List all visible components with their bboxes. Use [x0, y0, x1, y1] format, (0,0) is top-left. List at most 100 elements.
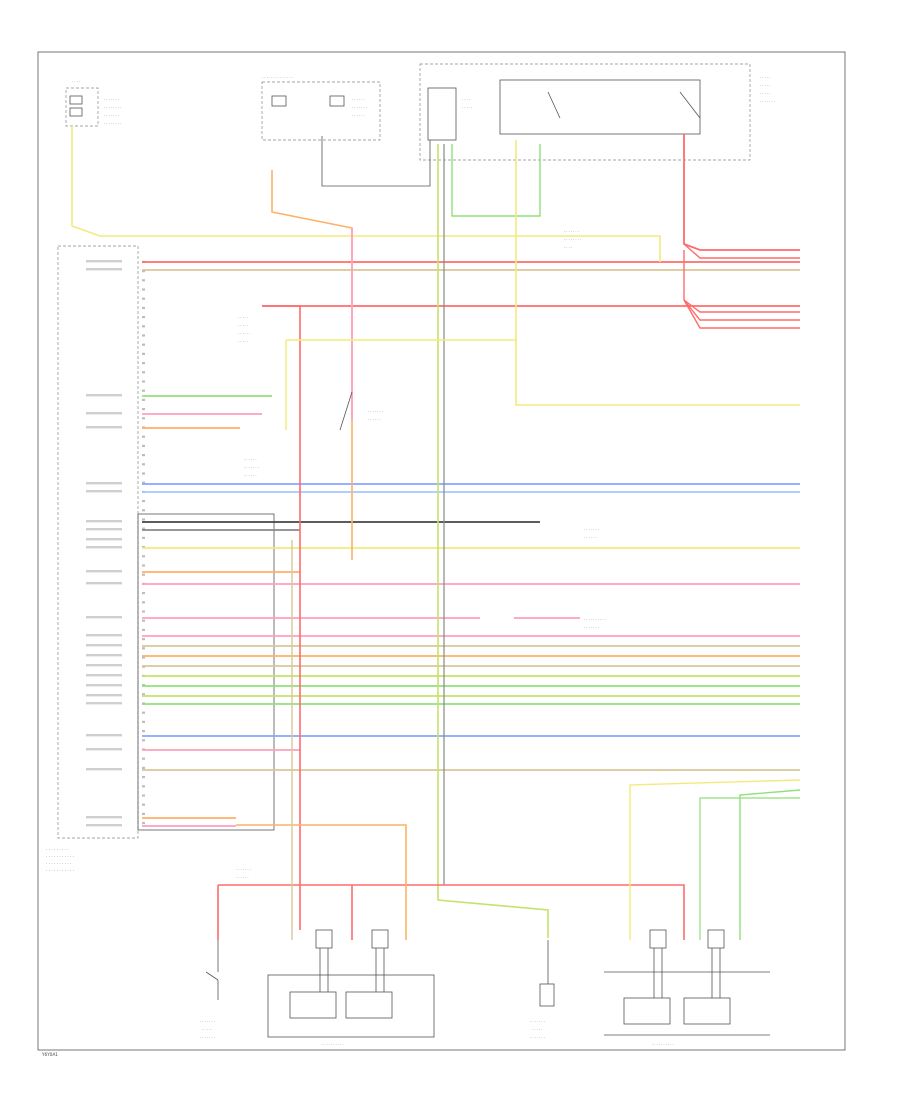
svg-text:. . . . .: . . . . .: [202, 1027, 212, 1031]
bottom-left-sensor: . . . . . . . . . . . . . . . . . . .: [200, 940, 219, 1039]
pin-label-mark-24: [86, 748, 122, 751]
svg-text:. . . . .: . . . . .: [760, 91, 770, 95]
fuse-block-top-left: . . . . . . . . . . . . . . . . . . . . …: [65, 79, 121, 127]
pin-number-mark: [142, 518, 145, 521]
pin-number-mark: [142, 803, 145, 806]
pin-number-mark: [142, 463, 145, 466]
pin-number-mark: [142, 316, 145, 319]
pin-number-mark: [142, 573, 145, 576]
footer-code: Y6Y0A1: [41, 1052, 58, 1057]
svg-text:. . . . . . .: . . . . . . .: [352, 105, 367, 109]
svg-text:. . . . .: . . . . .: [462, 105, 472, 109]
pin-number-mark: [142, 380, 145, 383]
pin-number-mark: [142, 325, 145, 328]
svg-text:. . . . . . . . . .: . . . . . . . . . .: [46, 860, 71, 865]
module-pin-labels: [86, 260, 122, 827]
module-pin-numbers: [142, 260, 145, 825]
svg-text:. . . . . . . . . .: . . . . . . . . . .: [584, 617, 606, 621]
pin-number-mark: [142, 794, 145, 797]
svg-text:. . . . .: . . . . .: [238, 315, 248, 319]
pin-number-mark: [142, 472, 145, 475]
pin-number-mark: [142, 408, 145, 411]
pin-number-mark: [142, 270, 145, 273]
wire-green-relay: [451, 144, 541, 217]
pin-label-mark-23: [86, 734, 122, 737]
pin-number-mark: [142, 454, 145, 457]
pin-number-mark: [142, 371, 145, 374]
svg-text:. . . . . . . . . . .: . . . . . . . . . . .: [46, 853, 74, 858]
pin-label-mark-7: [86, 490, 122, 493]
bottom-center-sensor: . . . . . . . . . . . . . . . . . . .: [530, 940, 555, 1039]
svg-text:. . . . . . .: . . . . . . .: [104, 113, 119, 117]
svg-text:. . . . . . .: . . . . . . .: [200, 1019, 215, 1023]
pin-label-mark-3: [86, 394, 122, 397]
pin-number-mark: [142, 812, 145, 815]
wire-yellow-rinj: [629, 779, 801, 940]
pin-number-mark: [142, 500, 145, 503]
pin-number-mark: [142, 481, 145, 484]
pin-number-mark: [142, 306, 145, 309]
pin-label-mark-1: [86, 260, 122, 263]
injector-bank-left: . . . . . . . . . .: [267, 929, 435, 1046]
pin-label-mark-26: [86, 816, 122, 819]
pin-number-mark: [142, 343, 145, 346]
pin-number-mark: [142, 334, 145, 337]
svg-text:. . . . . . . . . . .: . . . . . . . . . . .: [46, 867, 74, 872]
svg-text:. . . . .: . . . . .: [760, 83, 770, 87]
pin-number-mark: [142, 766, 145, 769]
wire-red-bus: [218, 884, 685, 940]
svg-text:. . . . . . .: . . . . . . .: [760, 99, 775, 103]
svg-text:. . . . . .: . . . . . .: [244, 457, 257, 461]
pin-label-mark-2: [86, 268, 122, 271]
pin-number-mark: [142, 610, 145, 613]
svg-text:. . . . . . .: . . . . . . .: [530, 1019, 545, 1023]
pin-number-mark: [142, 435, 145, 438]
pin-number-mark: [142, 785, 145, 788]
pin-label-mark-11: [86, 546, 122, 549]
svg-text:. . . . . . .: . . . . . . .: [104, 97, 119, 101]
pin-label-mark-15: [86, 634, 122, 637]
pin-label-mark-13: [86, 582, 122, 585]
routed-wires: [71, 126, 801, 940]
pin-label-mark-17: [86, 654, 122, 657]
horizontal-wires: [142, 261, 800, 827]
svg-text:. . . .: . . . .: [564, 245, 572, 249]
pin-label-mark-8: [86, 520, 122, 523]
pin-number-mark: [142, 739, 145, 742]
pin-number-mark: [142, 297, 145, 300]
pin-number-mark: [142, 555, 145, 558]
svg-text:. . . . . . . . . . . . . .: . . . . . . . . . . . . . .: [262, 75, 293, 79]
pin-number-mark: [142, 693, 145, 696]
pin-number-mark: [142, 279, 145, 282]
pin-label-mark-22: [86, 702, 122, 705]
pin-label-mark-5: [86, 426, 122, 429]
pin-number-mark: [142, 444, 145, 447]
svg-text:. . . .: . . . .: [72, 79, 80, 83]
connector-labels: . . . . . . . . . . . . . . . . . . . . …: [236, 229, 606, 879]
pin-number-mark: [142, 730, 145, 733]
pin-number-mark: [142, 776, 145, 779]
svg-text:. . . . .: . . . . .: [238, 323, 248, 327]
svg-text:. . . . . .: . . . . . .: [352, 113, 365, 117]
wire-red-right: [683, 134, 800, 251]
svg-text:. . . . . .: . . . . . .: [368, 417, 381, 421]
wire-yellowgreen-long: [437, 144, 549, 938]
relay-block-top-right: . . . . . . . . . . . . . . . . . . . . …: [419, 63, 775, 161]
pin-label-mark-12: [86, 570, 122, 573]
pin-label-mark-19: [86, 674, 122, 677]
wire-yellow-relay: [515, 140, 800, 406]
pin-number-mark: [142, 288, 145, 291]
control-module: . . . . . . . . . . . . . . . . . . . . …: [46, 245, 275, 872]
pin-number-mark: [142, 536, 145, 539]
pin-number-mark: [142, 601, 145, 604]
svg-text:. . . . . . .: . . . . . . .: [368, 409, 383, 413]
wire-switch: [339, 391, 353, 431]
wire-yellow-top: [71, 126, 661, 262]
pin-label-mark-4: [86, 412, 122, 415]
svg-text:. . . . . . . . . .: . . . . . . . . . .: [652, 1042, 674, 1046]
pin-number-mark: [142, 389, 145, 392]
svg-text:. . . . . . . .: . . . . . . . .: [104, 105, 121, 109]
pin-label-mark-18: [86, 664, 122, 667]
pin-number-mark: [142, 720, 145, 723]
